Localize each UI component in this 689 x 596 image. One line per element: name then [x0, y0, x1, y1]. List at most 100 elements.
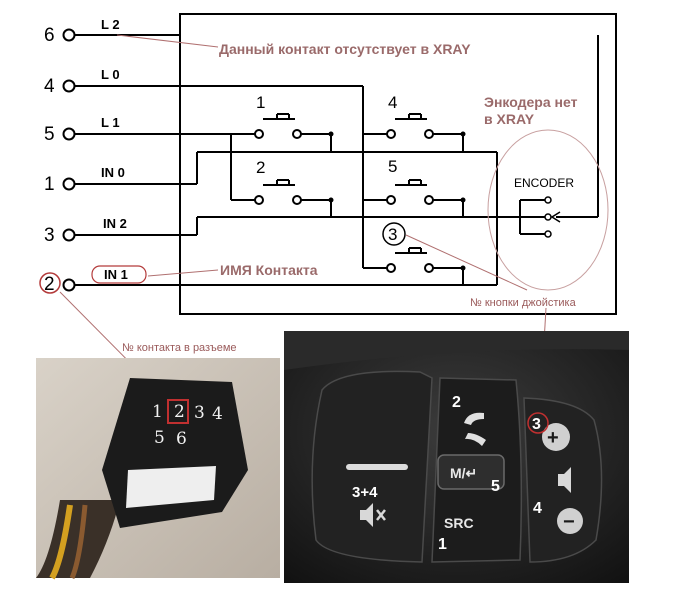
pin-4: 4 L 0	[44, 67, 363, 97]
pin-number: 5	[44, 124, 55, 145]
mute-icon	[360, 503, 386, 527]
annotation-leader	[116, 34, 219, 48]
signal-label: IN 0	[101, 165, 125, 180]
pin-1: 1 IN 0	[44, 165, 197, 195]
label-volume-down: 4	[533, 500, 542, 517]
steering-wheel-photo: M/↵ SRC + − 3+4 2 5 1 3 4	[284, 331, 629, 583]
signal-label: L 2	[101, 17, 120, 32]
highlight-box	[167, 399, 189, 424]
connector-pin-number: 3	[194, 403, 205, 423]
label-volume-up: 3	[532, 416, 541, 433]
highlight-circle	[382, 222, 406, 246]
pin-terminal	[62, 28, 76, 42]
connector-photo: 1 2 3 4 5 6	[36, 358, 280, 580]
note-joystick-button: № кнопки джойстика	[470, 297, 577, 309]
encoder-arrow-icon	[550, 211, 561, 223]
connector-pin-number: 6	[176, 429, 187, 449]
switch: 5	[363, 157, 466, 205]
switch-contact	[424, 263, 434, 273]
pin-2: 2 IN 1	[39, 265, 497, 295]
wheel-rim	[284, 331, 629, 370]
switch-number: 5	[388, 157, 397, 176]
connector-pin-number: 4	[212, 404, 223, 424]
plus-icon: +	[547, 427, 559, 449]
encoder-label: ENCODER	[514, 176, 574, 190]
switch-contact	[254, 195, 264, 205]
switch-contact	[292, 195, 302, 205]
pin-3: 3 IN 2	[44, 216, 197, 246]
pin-6: 6 L 2	[44, 17, 180, 46]
highlight-box	[91, 265, 147, 284]
pin-terminal	[62, 278, 76, 292]
connector-pin-number: 1	[152, 402, 163, 422]
signal-label: IN 1	[104, 267, 128, 282]
wire-yellow	[49, 504, 73, 580]
src-button-text: SRC	[444, 515, 474, 531]
switch: 1	[231, 93, 334, 139]
connector-pin-number: 2	[174, 402, 185, 422]
switch-contact	[254, 129, 264, 139]
pin-terminal	[62, 177, 76, 191]
mute-button-bar	[346, 464, 408, 470]
signal-label: L 1	[101, 115, 120, 130]
note-connector-contact: № контакта в разъеме	[122, 342, 237, 354]
label-mode-button: 5	[491, 478, 500, 495]
mode-button-text: M/↵	[450, 465, 477, 481]
connector-pin-number: 5	[154, 428, 165, 448]
note-missing-contact: Данный контакт отсутствует в XRAY	[219, 41, 471, 57]
switch-number: 2	[256, 158, 265, 177]
switch: 3	[363, 222, 466, 273]
encoder: ENCODER	[487, 129, 609, 291]
switch-contact	[424, 195, 434, 205]
switch-number: 1	[256, 93, 265, 112]
switch-contact	[386, 129, 396, 139]
pin-number: 1	[44, 174, 55, 195]
annotation-leader	[147, 269, 219, 277]
switch-number: 3	[388, 225, 397, 244]
connector-latch	[126, 466, 216, 508]
volume-up-button	[542, 423, 570, 451]
switch-contact	[386, 263, 396, 273]
wire-brown	[69, 504, 88, 580]
volume-down-button	[557, 508, 583, 534]
encoder-contact	[544, 196, 552, 204]
pin-number: 4	[44, 76, 55, 97]
signal-label: IN 2	[103, 216, 127, 231]
internal-wiring	[196, 35, 599, 285]
switch-contact	[424, 129, 434, 139]
switch-contact	[292, 129, 302, 139]
pin-number: 3	[44, 225, 55, 246]
label-talk-button: 2	[452, 394, 461, 411]
speaker-icon	[558, 467, 571, 493]
minus-icon: −	[563, 511, 575, 533]
module-outline	[179, 13, 617, 315]
pin-terminal	[62, 79, 76, 93]
switch: 4	[363, 93, 466, 139]
encoder-contact	[544, 213, 552, 221]
highlight-circle	[527, 412, 549, 434]
encoder-outline	[487, 129, 609, 291]
pin-number: 6	[44, 25, 55, 46]
switch: 2	[231, 158, 334, 205]
switch-number: 4	[388, 93, 397, 112]
mode-button	[437, 454, 505, 490]
pin-terminal	[62, 127, 76, 141]
annotation-leader	[405, 234, 528, 291]
note-contact-name: ИМЯ Контакта	[220, 262, 318, 278]
phone-icon	[464, 412, 486, 446]
pin-5: 5 L 1	[44, 115, 231, 145]
connector-pins: 1 2 3 4 5 6	[152, 402, 223, 449]
switches-group: 1 4 2 5 3	[231, 93, 466, 285]
label-mute-buttons: 3+4	[352, 484, 378, 501]
signal-label: L 0	[101, 67, 120, 82]
pin-terminal	[62, 228, 76, 242]
note-no-encoder-1: Энкодера нет	[484, 94, 578, 110]
label-src-button: 1	[438, 536, 447, 553]
annotations: Данный контакт отсутствует в XRAY Энкоде…	[59, 34, 578, 413]
encoder-contact	[544, 230, 552, 238]
note-no-encoder-2: в XRAY	[484, 111, 535, 127]
pin-number: 2	[44, 274, 55, 295]
highlight-circle	[39, 272, 61, 294]
switch-contact	[386, 195, 396, 205]
